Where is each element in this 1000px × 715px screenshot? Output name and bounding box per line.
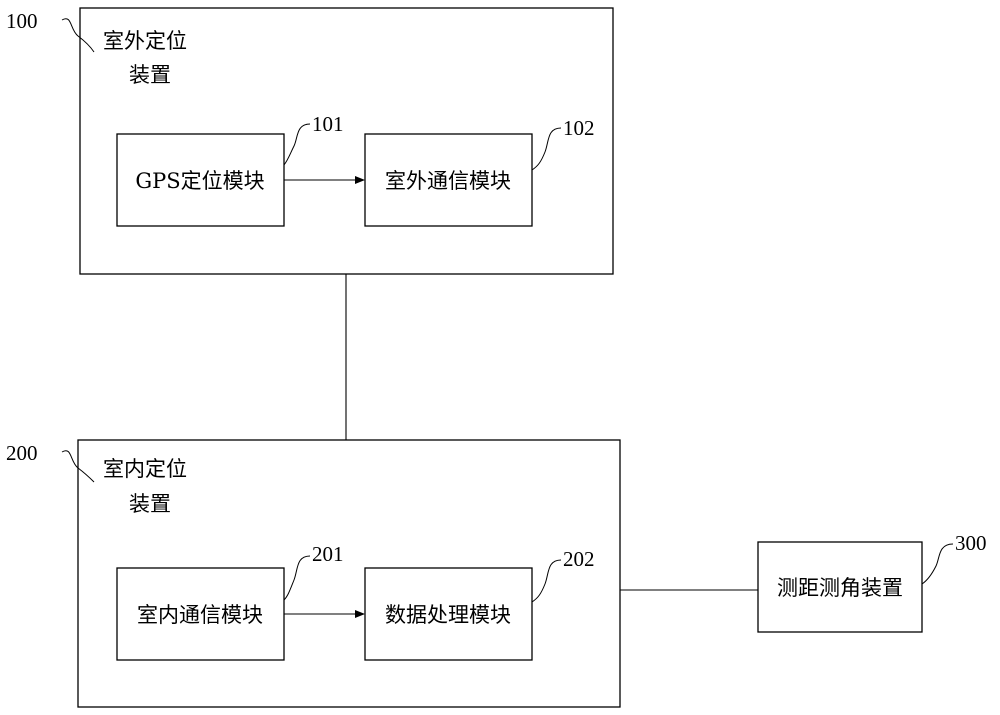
ranging-angle-device: 测距测角装置 300 [758,531,987,632]
indoor-comm-module-label: 室内通信模块 [137,603,263,627]
gps-module-ref: 101 [312,112,344,136]
indoor-device-title-line2: 装置 [129,492,171,516]
indoor-positioning-device: 室内定位 装置 200 室内通信模块 201 数据处理模块 202 [6,440,620,707]
ranging-device-leader [922,544,953,584]
ranging-device-ref: 300 [955,531,987,555]
indoor-comm-module-ref: 201 [312,542,344,566]
outdoor-device-title-line2: 装置 [129,63,171,87]
outdoor-positioning-device: 室外定位 装置 100 GPS定位模块 101 室外通信模块 102 [6,8,613,274]
data-processing-module-ref: 202 [563,547,595,571]
outdoor-device-ref: 100 [6,9,38,33]
indoor-device-ref: 200 [6,441,38,465]
gps-module-label: GPS定位模块 [135,169,264,193]
ranging-device-label: 测距测角装置 [777,576,903,600]
outdoor-comm-module-label: 室外通信模块 [385,169,511,193]
indoor-device-title-line1: 室内定位 [103,457,187,481]
outdoor-device-title-line1: 室外定位 [103,29,187,53]
data-processing-module-label: 数据处理模块 [385,603,511,627]
outdoor-comm-module-ref: 102 [563,116,595,140]
